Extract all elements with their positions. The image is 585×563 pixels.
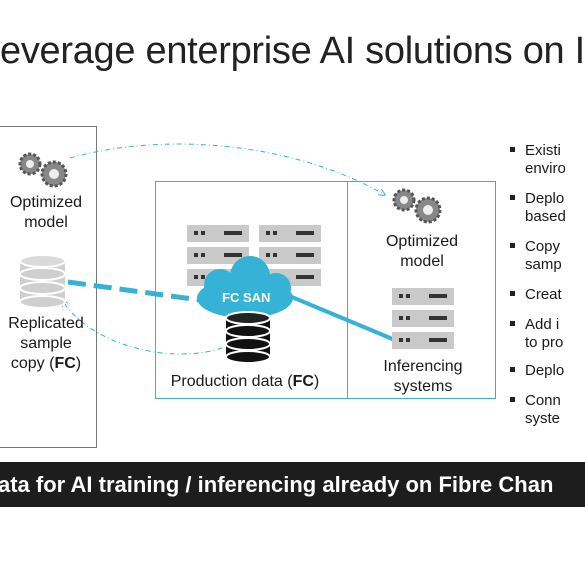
label-optimized-model-right: Optimized model [385, 233, 459, 270]
label-optimized-model-left: Optimized model [9, 194, 83, 231]
bullet-item: Deplo [510, 362, 564, 380]
gears-icon-left [18, 152, 68, 188]
replication-arrow [62, 300, 223, 355]
replication-link [67, 279, 201, 303]
label-replicated-sample: Replicated sample copy (FC) [8, 315, 84, 372]
label-production-data: Production data (FC) [170, 373, 320, 390]
gears-icon-right [392, 188, 442, 224]
model-transfer-arrow [69, 143, 385, 195]
database-icon-left [19, 254, 66, 309]
fc-san-label: FC SAN [222, 290, 270, 305]
slide-title: everage enterprise AI solutions on I [0, 30, 585, 72]
summary-banner: ata for AI training / inferencing alread… [0, 462, 585, 507]
bullet-item: Creat [510, 286, 562, 304]
inferencing-link [274, 288, 396, 342]
center-divider [347, 181, 348, 399]
label-inferencing-systems: Inferencing systems [383, 358, 463, 395]
center-san-box [155, 181, 496, 399]
inferencing-servers [392, 288, 454, 349]
fc-san-cloud [197, 256, 293, 318]
database-icon-production [225, 311, 271, 364]
